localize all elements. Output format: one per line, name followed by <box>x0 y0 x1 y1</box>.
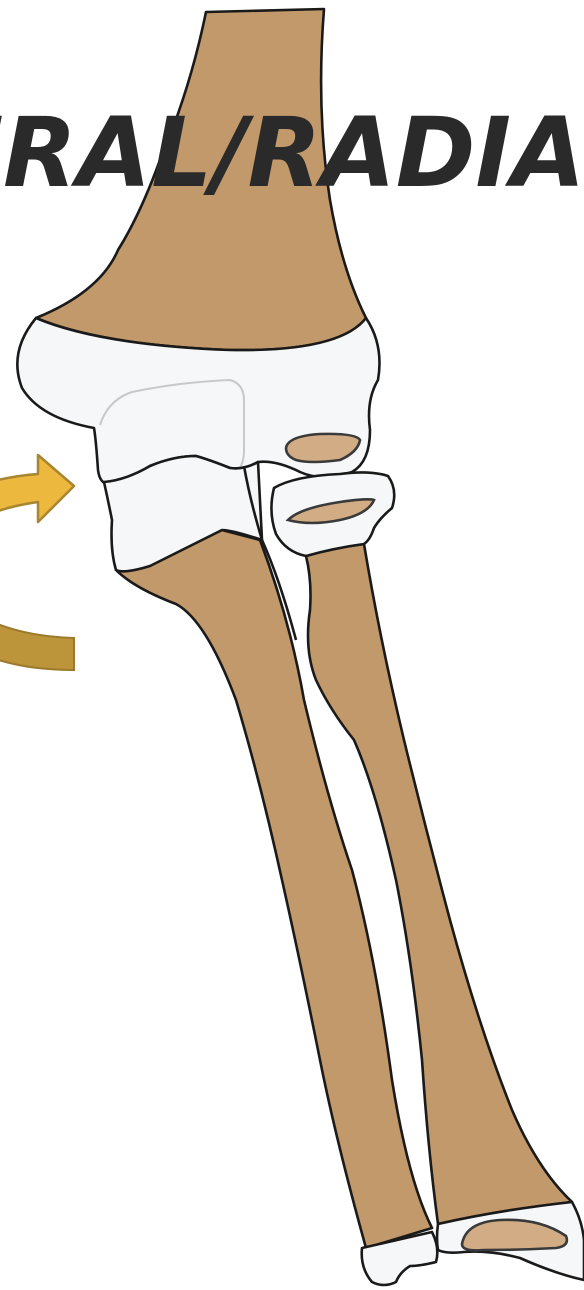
arrow-head <box>0 455 74 522</box>
arrow-lower-arc <box>0 610 74 670</box>
ulna <box>116 530 432 1248</box>
rotation-arrow-icon <box>0 455 74 670</box>
figure-label: ERAL/RADIAL <box>0 97 584 209</box>
